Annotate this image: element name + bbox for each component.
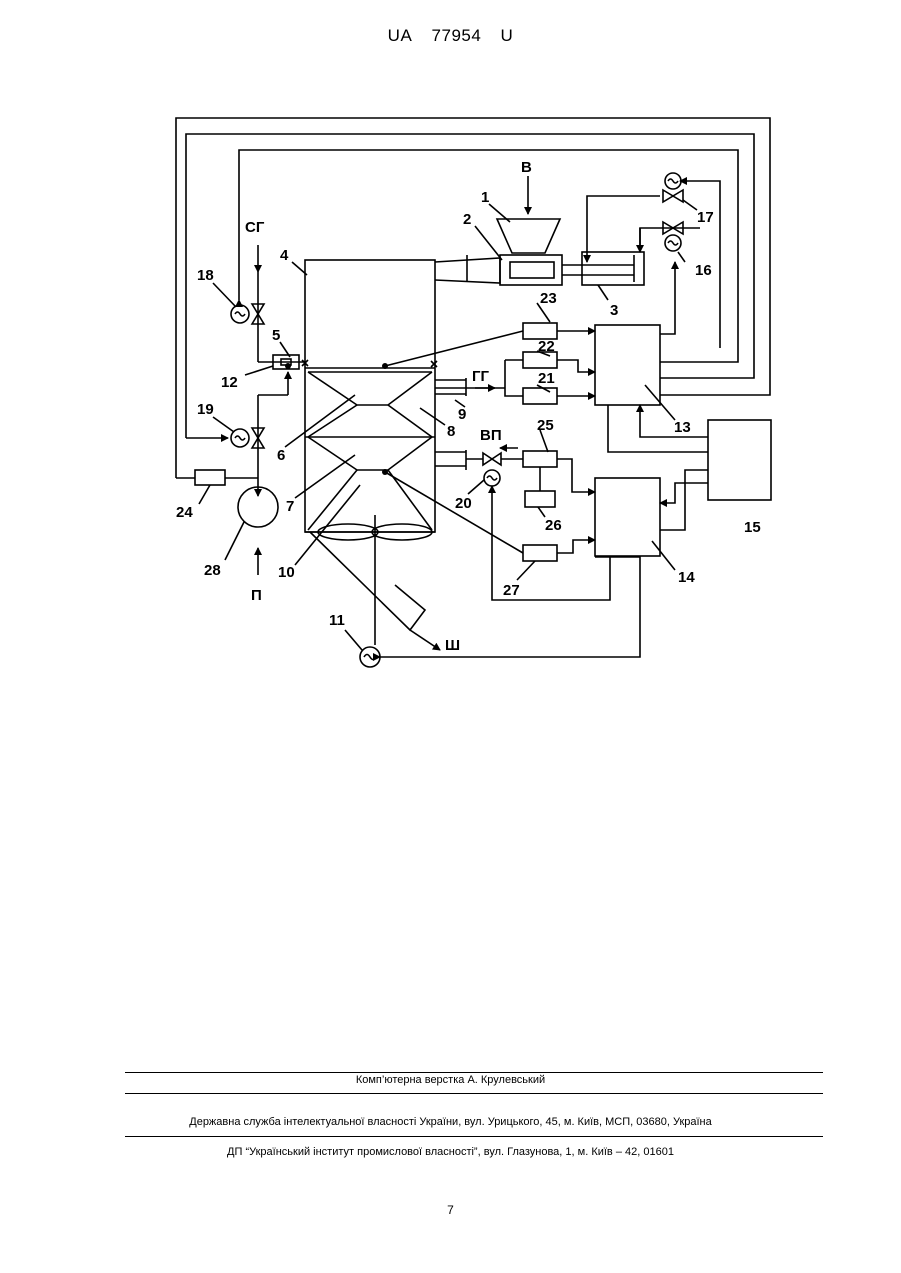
label-23: 23 [540, 290, 557, 307]
label-6: 6 [277, 447, 285, 464]
label-25: 25 [537, 417, 554, 434]
footer-layout-credit: Комп’ютерна верстка А. Крулевський [0, 1074, 901, 1086]
flow-label-vp: ВП [480, 427, 502, 444]
label-17: 17 [697, 209, 714, 226]
label-5: 5 [272, 327, 280, 344]
computer-15 [708, 420, 771, 500]
label-10: 10 [278, 564, 295, 581]
footer-rule-1 [125, 1072, 823, 1073]
label-11: 11 [329, 612, 345, 629]
footer-agency: Державна служба інтелектуальної власност… [0, 1116, 901, 1128]
label-16: 16 [695, 262, 712, 279]
label-18: 18 [197, 267, 214, 284]
label-22: 22 [538, 338, 555, 355]
page-number: 7 [0, 1203, 901, 1217]
label-12: 12 [221, 374, 238, 391]
label-7: 7 [286, 498, 294, 515]
flow-label-p: П [251, 587, 262, 604]
reactor-vessel [305, 260, 435, 532]
footer-rule-3 [125, 1136, 823, 1137]
label-19: 19 [197, 401, 214, 418]
label-14: 14 [678, 569, 695, 586]
label-21: 21 [538, 370, 555, 387]
flow-label-sh: Ш [445, 637, 460, 654]
flow-label-sg: СГ [245, 219, 265, 236]
label-9: 9 [458, 406, 466, 423]
label-26: 26 [545, 517, 562, 534]
label-8: 8 [447, 423, 455, 440]
label-20: 20 [455, 495, 472, 512]
signal-line-2 [239, 150, 738, 362]
controller-13 [595, 325, 660, 405]
footer-rule-2 [125, 1093, 823, 1094]
label-1: 1 [481, 189, 489, 206]
gasifier-schematic: 1 2 3 4 5 6 7 8 9 10 11 12 13 14 15 16 1… [0, 0, 901, 700]
controller-14 [595, 478, 660, 556]
label-4: 4 [280, 247, 289, 264]
label-27: 27 [503, 582, 520, 599]
label-13: 13 [674, 419, 691, 436]
label-15: 15 [744, 519, 761, 536]
flow-label-gg: ГГ [472, 368, 490, 385]
footer-institute: ДП “Український інститут промислової вла… [0, 1146, 901, 1158]
label-24: 24 [176, 504, 193, 521]
flow-label-b: В [521, 159, 532, 176]
label-28: 28 [204, 562, 221, 579]
label-2: 2 [463, 211, 471, 228]
label-3: 3 [610, 302, 618, 319]
